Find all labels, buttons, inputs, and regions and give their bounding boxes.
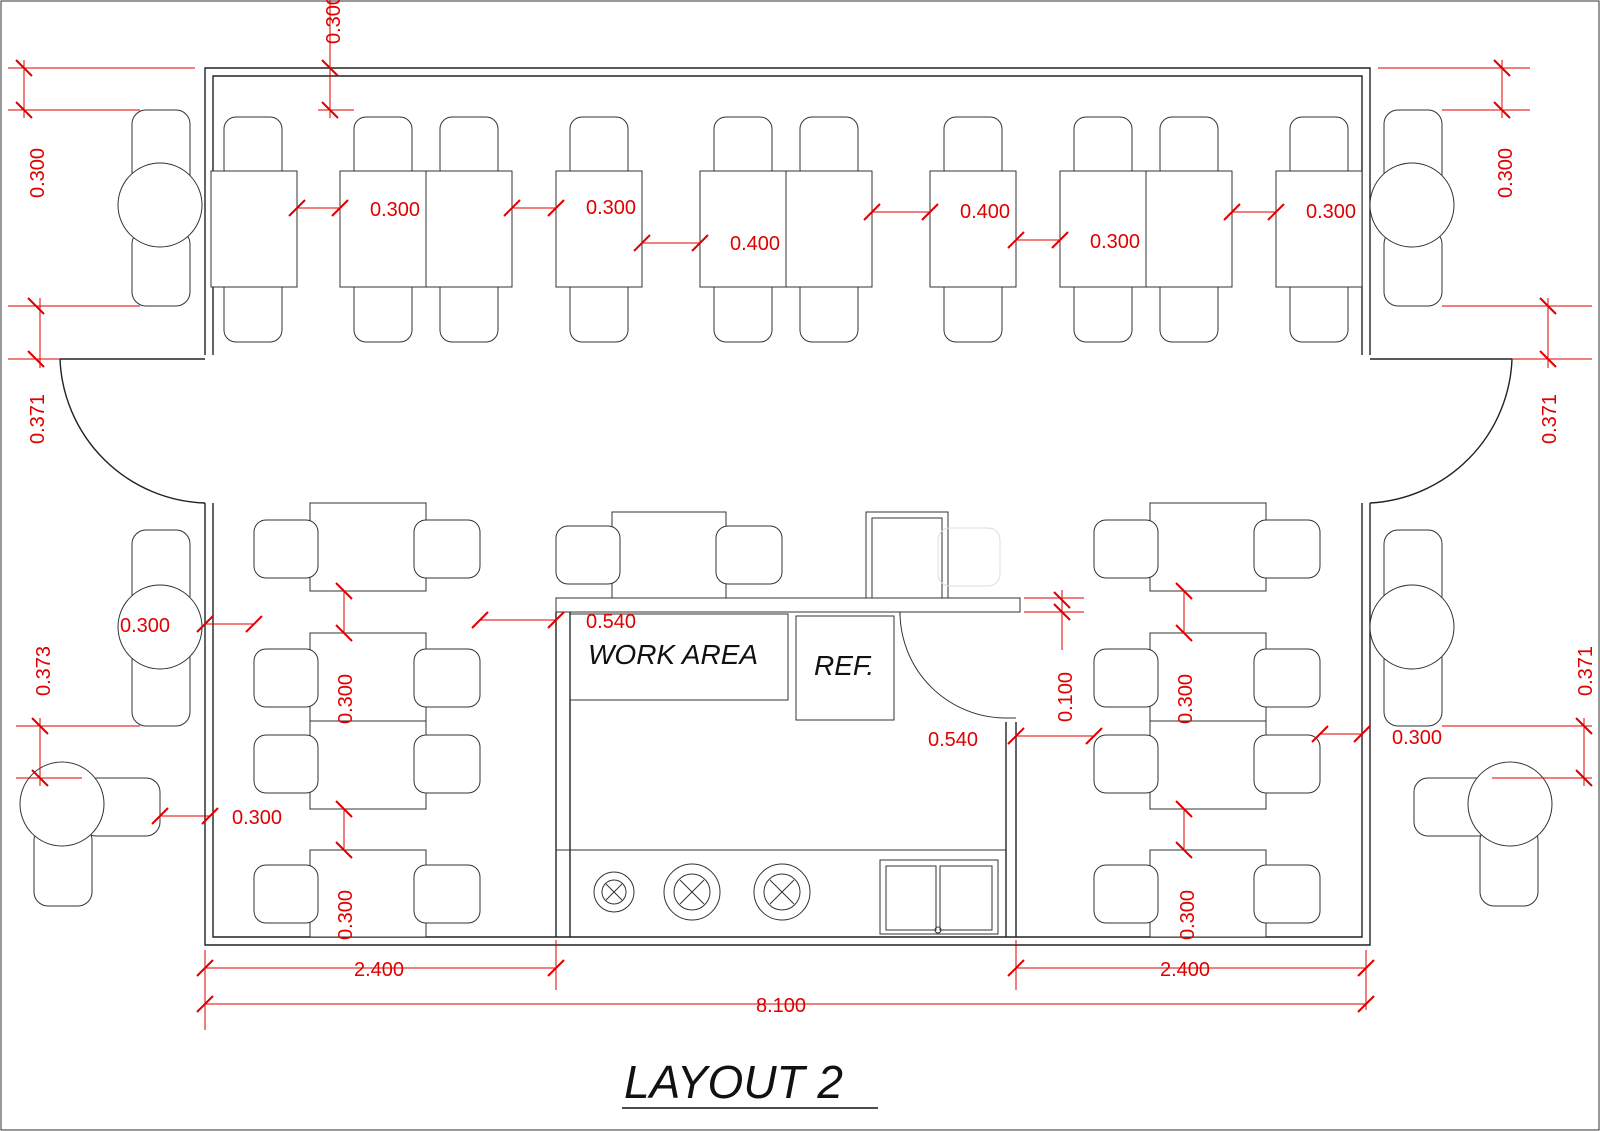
dim-top-left-vertical: 0.300	[27, 148, 49, 198]
dim-work-540: 0.540	[586, 611, 636, 633]
dim-gap-6: 0.300	[1306, 201, 1356, 223]
work-area-label: WORK AREA	[588, 639, 758, 670]
dim-left-col-300-b: 0.300	[335, 890, 357, 940]
dim-door-100: 0.100	[1055, 672, 1077, 722]
lower-right-dining-tables	[1093, 502, 1321, 938]
dimension-labels: 0.300 0.300 0.300 0.300 0.400 0.400 0.30…	[27, 0, 1597, 1017]
dim-top-small: 0.300	[323, 0, 345, 44]
top-dining-tables	[210, 116, 1363, 343]
dim-overall-8100: 8.100	[756, 995, 806, 1017]
dim-door-540: 0.540	[928, 729, 978, 751]
outdoor-round-table-bottom-right	[1413, 761, 1553, 907]
lower-left-dining-tables	[253, 502, 481, 938]
dim-right-side-300: 0.300	[1392, 727, 1442, 749]
dim-right-col-300-b: 0.300	[1177, 890, 1199, 940]
layout-title: LAYOUT 2	[624, 1056, 843, 1108]
dim-gap-5: 0.300	[1090, 231, 1140, 253]
kitchen-block: WORK AREA REF.	[555, 511, 1021, 937]
outdoor-round-table-mid-left	[117, 529, 203, 727]
stove-burners	[593, 863, 811, 921]
dim-left-371: 0.371	[27, 394, 49, 444]
dim-top-right-vertical: 0.300	[1495, 148, 1517, 198]
kitchen-sink	[879, 859, 999, 935]
dim-right-371-low: 0.371	[1575, 646, 1597, 696]
dimension-lines	[8, 0, 1593, 1030]
dim-right-col-300-a: 0.300	[1175, 674, 1197, 724]
work-area	[569, 613, 789, 701]
dim-left-wall-gap: 0.300	[120, 615, 170, 637]
outdoor-round-table-top-right	[1369, 109, 1455, 307]
refrigerator	[795, 615, 895, 721]
dim-bottom-left-2400: 2.400	[354, 959, 404, 981]
dim-left-373: 0.373	[33, 646, 55, 696]
outdoor-round-table-top-left	[117, 109, 203, 307]
dim-gap-3: 0.400	[730, 233, 780, 255]
outdoor-round-table-bottom-left	[19, 761, 161, 907]
dim-left-bottom-300: 0.300	[232, 807, 282, 829]
dim-bottom-right-2400: 2.400	[1160, 959, 1210, 981]
dim-left-col-300-a: 0.300	[335, 674, 357, 724]
dim-gap-2: 0.300	[586, 197, 636, 219]
dim-right-371: 0.371	[1539, 394, 1561, 444]
outdoor-round-table-mid-right	[1369, 529, 1455, 727]
dim-gap-4: 0.400	[960, 201, 1010, 223]
drawing-title: LAYOUT 2	[622, 1056, 878, 1109]
dim-gap-1: 0.300	[370, 199, 420, 221]
refrigerator-label: REF.	[814, 650, 874, 681]
